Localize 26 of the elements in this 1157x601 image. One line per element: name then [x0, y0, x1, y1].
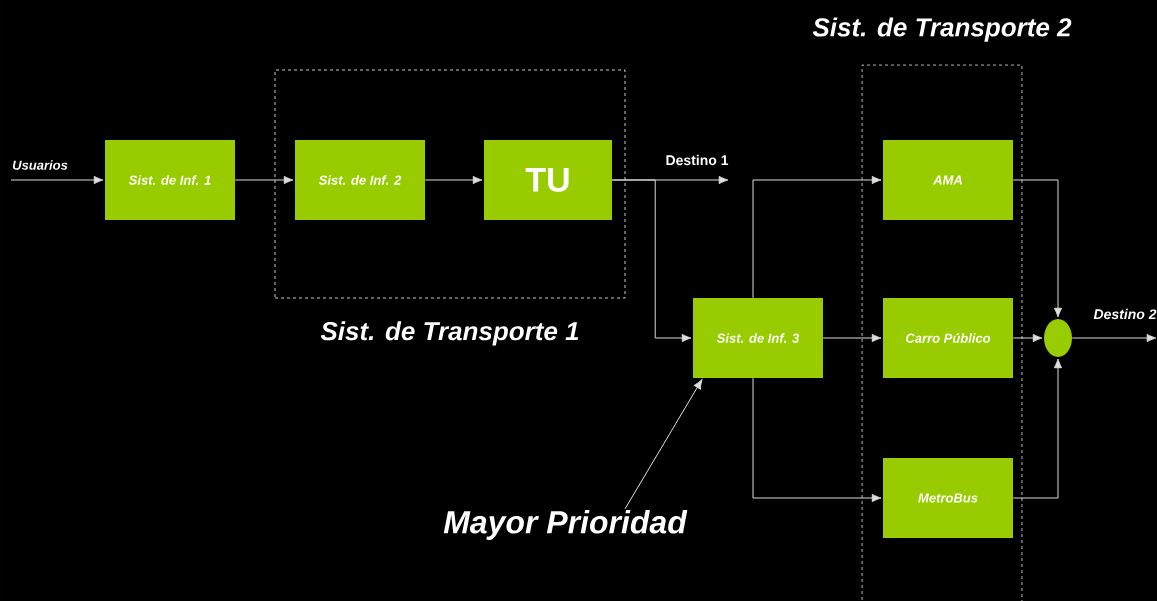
arrow [424, 175, 483, 185]
process-box: Sist. de Inf. 3 [693, 298, 823, 378]
process-box: MetroBus [883, 458, 1013, 538]
process-box: Sist. de Inf. 1 [105, 140, 235, 220]
arrow [1012, 358, 1063, 499]
arrow [1012, 333, 1043, 343]
process-box: TU [484, 140, 612, 220]
process-box: Sist. de Inf. 2 [295, 140, 425, 220]
group-heading: Sist. de Transporte 2 [812, 17, 1072, 42]
process-box: AMA [883, 140, 1013, 220]
arrow [10, 175, 104, 185]
arrow [1012, 179, 1063, 318]
arrow [1071, 333, 1157, 343]
arrow [611, 179, 692, 343]
arrow [234, 175, 294, 185]
text-label: Destino 2 [1093, 308, 1157, 320]
leader-arrow [624, 379, 703, 510]
process-box: Carro Público [883, 298, 1013, 378]
arrow [752, 175, 882, 299]
arrow [752, 377, 882, 503]
text-label: Mayor Prioridad [443, 510, 688, 540]
group-heading: Sist. de Transporte 1 [320, 321, 579, 346]
junction-circle [1044, 319, 1072, 357]
text-label: Usuarios [12, 160, 68, 170]
text-label: Destino 1 [666, 154, 729, 166]
arrow [822, 333, 882, 343]
